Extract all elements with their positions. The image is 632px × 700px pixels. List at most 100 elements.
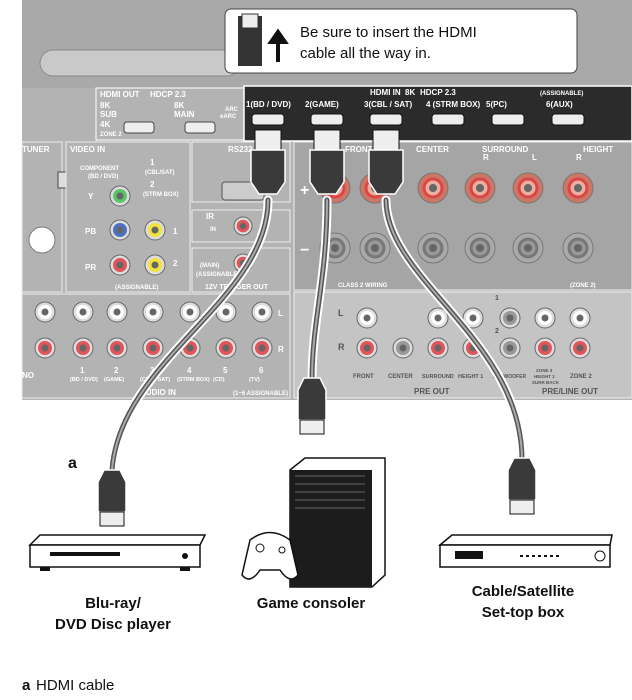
hdmi-plug-tip (313, 129, 341, 151)
front-speaker-label: FRONT (345, 145, 373, 154)
hdmi-plug (309, 149, 345, 195)
hdmi-in-label: HDMI IN (370, 88, 401, 97)
settop-label-line1: Cable/Satellite (472, 583, 575, 600)
hdmi-in-port[interactable] (310, 113, 344, 126)
pre-r: R (338, 342, 345, 352)
terminal-hole (371, 244, 379, 252)
pre-out-r-jack-pin (576, 344, 584, 352)
pre-out-section: L R FRONT CENTER SURROUND HEIGHT 1 SUBWO… (293, 291, 632, 399)
surround-r: R (483, 153, 489, 162)
composite-2-jack-pin (151, 261, 159, 269)
audio-in-l-jack-pin (258, 308, 266, 316)
audio-in-r-jack-pin (41, 344, 49, 352)
terminal-hole (429, 184, 437, 192)
audio-in-num: 2 (114, 366, 119, 375)
audio-in-r-jack-pin (113, 344, 121, 352)
hdmi-out-label: HDMI OUT (100, 90, 140, 99)
hdmi-in-port[interactable] (551, 113, 585, 126)
hdmi-plug (507, 457, 537, 501)
bluray-label-line2: DVD Disc player (55, 616, 171, 633)
composite-num-1: 1 (173, 227, 178, 236)
component-pb-jack-pin (116, 226, 124, 234)
composite-2-sub: (STRM BOX) (143, 192, 179, 198)
composite-1-label: 1 (150, 158, 155, 167)
hdmi-out-main-port[interactable] (184, 121, 216, 134)
hdmi-in-8k-badge: 8K (405, 88, 415, 97)
hdmi-plug-tip (372, 129, 400, 151)
hdmi-in-port[interactable] (491, 113, 525, 126)
game-console-label: Game consoler (257, 595, 366, 612)
audio-in-l-jack-pin (186, 308, 194, 316)
terminal-hole (524, 184, 532, 192)
subwoofer-1-jack-pin (506, 314, 514, 322)
pre-out-label: PRE OUT (414, 387, 450, 396)
audio-in-num: 4 (187, 366, 192, 375)
hdmi-plug-tip (299, 419, 325, 435)
hdmi-in-port-label: 1(BD / DVD) (246, 100, 291, 109)
pb-label: PB (85, 227, 96, 236)
audio-in-name: (GAME) (104, 377, 124, 383)
video-assignable: (ASSIGNABLE) (115, 285, 158, 291)
sw1: 1 (495, 295, 499, 302)
hdmi-plug-tip (509, 499, 535, 515)
antenna-jack[interactable] (28, 226, 56, 254)
audio-in-r-jack-pin (258, 344, 266, 352)
terminal-hole (429, 244, 437, 252)
hdmi-in-port[interactable] (431, 113, 465, 126)
audio-in-l-jack-pin (113, 308, 121, 316)
callout-box: Be sure to insert the HDMI cable all the… (224, 8, 578, 74)
hdmi-in-assignable: (ASSIGNABLE) (540, 91, 583, 97)
component-sub-label: (BD / DVD) (88, 174, 118, 180)
sw2: 2 (495, 328, 499, 335)
hdmi-plug-tip (99, 511, 125, 527)
earc-label: eARC (220, 114, 237, 120)
hdmi-in-port-label: 5(PC) (486, 100, 507, 109)
component-label: COMPONENT (80, 166, 119, 172)
pre-out-l-jack-pin (576, 314, 584, 322)
hdmi-in-port[interactable] (369, 113, 403, 126)
ir-in-jack-pin (239, 222, 247, 230)
component-pr-jack-pin (116, 261, 124, 269)
hdmi-plug-tip (254, 129, 282, 151)
hdmi-in-port[interactable] (251, 113, 285, 126)
hdmi-plug (297, 377, 327, 421)
pre-height1: HEIGHT 1 (458, 374, 483, 380)
hdmi-plug (250, 149, 286, 195)
callout-text-line1: Be sure to insert the HDMI (300, 24, 477, 41)
sub-8k-badge: 8K (100, 101, 110, 110)
class2-label: CLASS 2 WIRING (338, 283, 388, 289)
pre-out-l-jack-pin (541, 314, 549, 322)
ir-in-label: IN (210, 227, 216, 233)
main-8k-badge: 8K (174, 101, 184, 110)
pre-l: L (338, 308, 344, 318)
legend-key: a (22, 677, 31, 694)
terminal-hole (476, 184, 484, 192)
audio-in-name: (TV) (249, 377, 260, 383)
pre-out-l-jack-pin (434, 314, 442, 322)
center-speaker-label: CENTER (416, 145, 449, 154)
audio-in-r-jack-pin (149, 344, 157, 352)
sub-label: SUB (100, 110, 117, 119)
audio-in-l-jack-pin (79, 308, 87, 316)
audio-in-r-jack-pin (222, 344, 230, 352)
surr-back-label: SURR BACK (532, 380, 560, 385)
composite-num-2: 2 (173, 259, 178, 268)
pr-label: PR (85, 263, 96, 272)
audio-in-l-jack-pin (149, 308, 157, 316)
audio-in-r-jack-pin (186, 344, 194, 352)
pre-out-r-jack-pin (399, 344, 407, 352)
hdmi-out-sub-port[interactable] (123, 121, 155, 134)
legend-text: HDMI cable (36, 677, 114, 694)
height-r: R (576, 153, 582, 162)
hdmi-plug-insert-arrow-icon (238, 13, 289, 66)
main-label: MAIN (174, 110, 195, 119)
terminal-hole (574, 244, 582, 252)
audio-in-num: 3 (150, 366, 155, 375)
terminal-hole (524, 244, 532, 252)
cable-label-a: a (68, 455, 77, 472)
composite-1-sub: (CBL/SAT) (145, 170, 175, 176)
hdmi-in-hdcp-badge: HDCP 2.3 (420, 88, 456, 97)
hdmi-in-port-label: 2(GAME) (305, 100, 339, 109)
pre-out-r-jack-pin (541, 344, 549, 352)
